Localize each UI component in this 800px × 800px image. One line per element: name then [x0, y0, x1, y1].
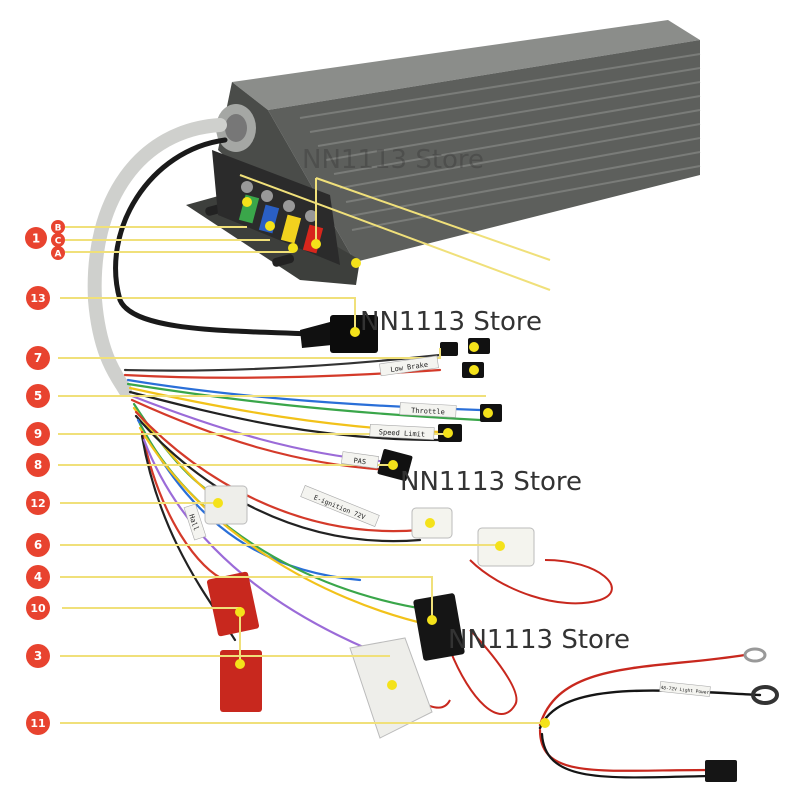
watermark-upper: NN1113 Store	[360, 307, 542, 337]
wire-tag-throttle: Throttle	[411, 407, 445, 417]
callout-7: 7	[26, 346, 50, 370]
callout-1: 1	[25, 227, 47, 249]
svg-text:3: 3	[34, 649, 42, 663]
light-power-cable	[538, 647, 779, 782]
callout-3: 3	[26, 644, 50, 668]
callout-a: A	[51, 246, 65, 260]
svg-text:4: 4	[34, 570, 42, 584]
wire-tag-pas: PAS	[353, 457, 367, 467]
svg-text:13: 13	[30, 292, 45, 305]
svg-text:1: 1	[32, 232, 40, 246]
svg-text:B: B	[55, 224, 62, 234]
callout-c: C	[51, 233, 65, 247]
watermark-top: NN1113 Store	[302, 145, 484, 175]
main-cables	[87, 118, 333, 397]
svg-text:12: 12	[30, 497, 45, 510]
svg-text:10: 10	[30, 602, 46, 615]
svg-text:6: 6	[34, 538, 42, 552]
svg-text:9: 9	[34, 427, 42, 441]
callout-12: 12	[26, 491, 50, 515]
leader-dots	[213, 197, 550, 728]
callout-5: 5	[26, 384, 50, 408]
callout-10: 10	[26, 596, 50, 620]
svg-text:11: 11	[30, 717, 45, 730]
store-watermarks: NN1113 Store NN1113 Store NN1113 Store N…	[302, 145, 630, 655]
wire-tag-speed-limit: Speed Limit	[379, 428, 426, 438]
connectors	[204, 338, 535, 739]
callout-8: 8	[26, 453, 50, 477]
svg-text:A: A	[55, 250, 62, 260]
wire-tag-light-power: 48-72V Light Power	[660, 685, 709, 696]
signal-wire-harness	[123, 353, 482, 652]
callout-11: 11	[26, 711, 50, 735]
callout-9: 9	[26, 422, 50, 446]
svg-text:C: C	[55, 237, 62, 247]
svg-text:5: 5	[34, 389, 42, 403]
watermark-lower: NN1113 Store	[448, 625, 630, 655]
svg-text:8: 8	[34, 458, 42, 472]
callout-badges: 1 B C A 13 7 5 9	[25, 220, 65, 735]
callout-4: 4	[26, 565, 50, 589]
watermark-middle: NN1113 Store	[400, 467, 582, 497]
svg-text:7: 7	[34, 351, 42, 365]
callout-6: 6	[26, 533, 50, 557]
callout-13: 13	[26, 286, 50, 310]
callout-b: B	[51, 220, 65, 234]
